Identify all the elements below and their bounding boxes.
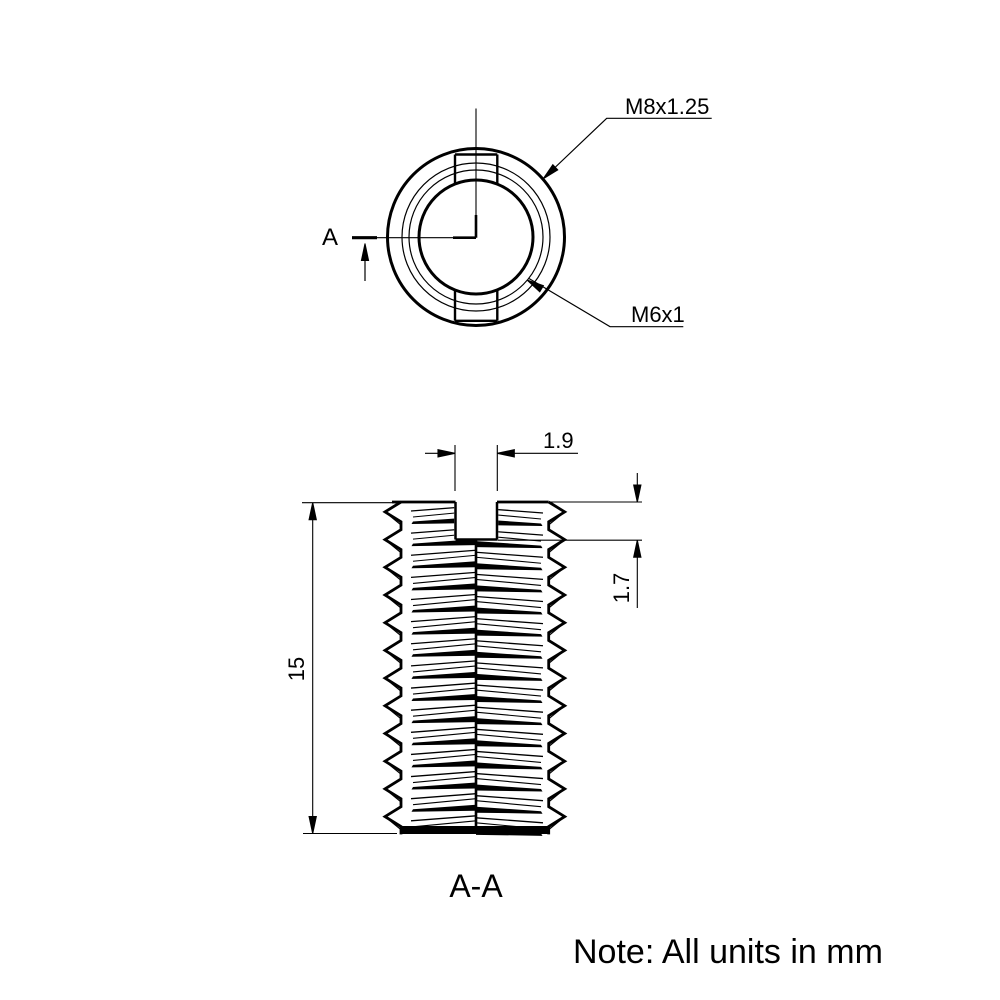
external-thread-right-runout <box>548 511 566 831</box>
slot-width-arrow-left <box>437 449 456 458</box>
external-thread-right <box>547 500 568 835</box>
center-corner-bold <box>453 215 478 239</box>
top-view <box>352 108 712 328</box>
slot-depth-arrow-top <box>633 484 642 503</box>
internal-thread-left <box>410 505 477 834</box>
slot-width-extension-lines <box>454 445 498 491</box>
internal-thread-right <box>475 507 544 836</box>
slot-void <box>454 499 499 541</box>
slot-bottom-edges <box>453 290 499 322</box>
internal-thread-left-thin-lines <box>410 505 477 822</box>
section-view <box>302 445 642 836</box>
height-dim-text: 15 <box>284 657 309 681</box>
slot-depth-extension-lines <box>497 501 642 541</box>
dimension-height <box>302 502 397 835</box>
section-title: A-A <box>449 868 503 904</box>
bottom-thread-band <box>401 826 549 834</box>
outer-thread-leader <box>544 117 712 178</box>
slot-outline <box>454 502 499 541</box>
units-note: Note: All units in mm <box>573 933 883 971</box>
height-arrow-top <box>308 502 317 521</box>
external-thread-left <box>382 500 403 835</box>
internal-thread-right-thin-lines-2 <box>475 512 542 830</box>
height-arrow-bottom <box>308 815 317 835</box>
section-arrow-label: A <box>322 224 338 251</box>
slot-width-arrow-right <box>496 449 515 458</box>
internal-thread-right-thin-lines <box>475 507 544 824</box>
slot-depth-arrow-bottom <box>633 539 642 558</box>
external-thread-left-runout <box>384 511 402 831</box>
outer-thread-leader-arrow <box>540 164 559 183</box>
section-arrow-head <box>360 243 370 261</box>
dimension-slot-depth <box>497 473 642 608</box>
dimension-slot-width <box>425 445 578 491</box>
internal-thread-right-bands <box>476 519 543 836</box>
slot-depth-dim-text: 1.7 <box>609 573 634 604</box>
height-extension-lines <box>302 502 397 835</box>
inner-thread-label: M6x1 <box>631 302 685 327</box>
internal-thread-left-thin-lines-2 <box>412 510 477 828</box>
slot-width-dim-text: 1.9 <box>543 428 574 453</box>
inner-thread-leader <box>528 277 684 328</box>
outer-thread-label: M8x1.25 <box>625 94 709 119</box>
internal-thread-left-bands <box>411 517 476 834</box>
